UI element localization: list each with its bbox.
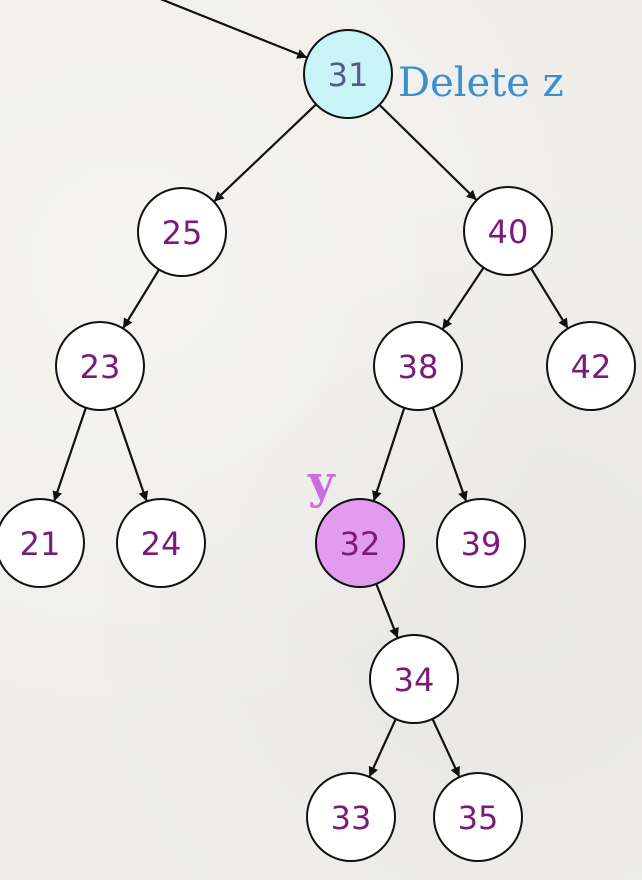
edge-38-to-39 (431, 407, 468, 502)
node-label: 23 (80, 348, 121, 386)
node-label: 38 (398, 348, 439, 386)
edges-layer (52, 0, 569, 778)
tree-node-35: 35 (433, 772, 523, 862)
node-label: 33 (331, 799, 372, 837)
tree-node-23: 23 (55, 321, 145, 411)
node-label: 25 (162, 214, 203, 252)
node-circle (463, 186, 553, 276)
edge-parent-to-31 (160, 0, 308, 59)
tree-node-25: 25 (137, 187, 227, 277)
node-circle (369, 634, 459, 724)
node-circle (546, 321, 636, 411)
edge-31-to-25 (213, 103, 317, 202)
node-label: 42 (571, 348, 612, 386)
node-label: 21 (20, 525, 61, 563)
tree-node-31: 31 (303, 29, 393, 119)
tree-node-42: 42 (546, 321, 636, 411)
tree-node-38: 38 (373, 321, 463, 411)
tree-node-21: 21 (0, 498, 85, 588)
tree-node-24: 24 (116, 498, 206, 588)
node-circle (436, 498, 526, 588)
y-label: y (307, 455, 336, 509)
node-circle (0, 498, 85, 588)
nodes-layer: 31 25 40 23 38 42 21 24 32 39 34 33 35 (0, 29, 636, 862)
node-circle (315, 498, 405, 588)
edge-23-to-24 (113, 407, 149, 502)
edge-34-to-35 (431, 718, 461, 778)
edge-31-to-40 (378, 104, 477, 201)
node-circle (137, 187, 227, 277)
tree-node-34: 34 (369, 634, 459, 724)
node-label: 39 (461, 525, 502, 563)
node-label: 31 (328, 56, 369, 94)
node-label: 40 (488, 213, 529, 251)
tree-node-40: 40 (463, 186, 553, 276)
node-label: 35 (458, 799, 499, 837)
edge-34-to-33 (368, 718, 397, 777)
node-circle (55, 321, 145, 411)
edge-32-to-34 (375, 583, 399, 639)
node-circle (433, 772, 523, 862)
tree-node-39: 39 (436, 498, 526, 588)
node-circle (373, 321, 463, 411)
tree-node-32: 32 (315, 498, 405, 588)
node-label: 34 (394, 661, 435, 699)
edge-38-to-32 (372, 407, 406, 502)
tree-node-33: 33 (306, 772, 396, 862)
edge-40-to-42 (530, 267, 569, 329)
delete-z-label: Delete z (398, 60, 564, 106)
edge-23-to-21 (52, 407, 87, 502)
annotations-layer: Delete z y (307, 60, 564, 509)
edge-40-to-38 (442, 267, 485, 330)
node-label: 24 (141, 525, 182, 563)
node-label: 32 (340, 525, 381, 563)
edge-25-to-23 (122, 268, 160, 329)
node-circle (306, 772, 396, 862)
node-circle (116, 498, 206, 588)
node-circle (303, 29, 393, 119)
